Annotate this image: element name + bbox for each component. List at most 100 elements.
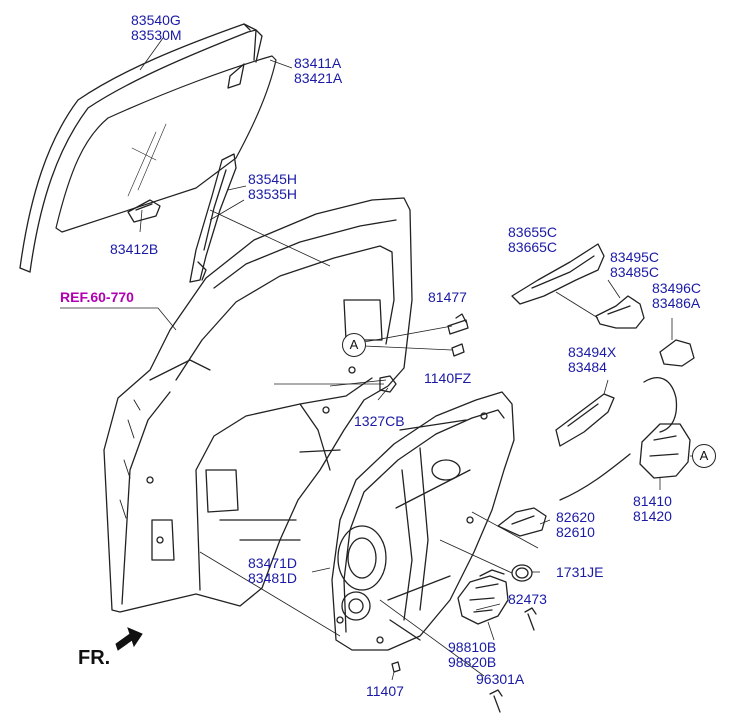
screw-1140fz (451, 343, 465, 357)
part-label-83655c: 83655C 83665C (508, 225, 557, 255)
bolt-96301a (489, 689, 503, 713)
part-label-83540g: 83540G 83530M (131, 13, 182, 43)
leader-door-box-b (329, 379, 387, 387)
part-label-98810b: 98810B 98820B (448, 640, 496, 670)
leader-83545h-a (227, 185, 247, 191)
leader-83494x (603, 379, 609, 395)
leader-82620 (539, 519, 551, 525)
part-label-83471d: 83471D 83481D (248, 556, 297, 586)
part-number: 83484 (568, 359, 607, 375)
leader-lines (60, 37, 702, 681)
part-number: 83412B (110, 241, 159, 257)
part-number: 83530M (131, 27, 182, 43)
leader-81477 (363, 325, 453, 343)
part-label-1731je: 1731JE (556, 565, 603, 580)
part-label-81477: 81477 (428, 290, 467, 305)
outside-handle (555, 393, 615, 447)
callout-a-latch: A (692, 444, 716, 468)
leader-1731je-panel (439, 539, 513, 574)
glass-clip (127, 199, 161, 223)
run-channel-strip (19, 23, 263, 273)
leader-ref (60, 307, 177, 331)
part-label-82473: 82473 (508, 592, 547, 607)
rear-channel (189, 153, 237, 283)
part-label-83411a: 83411A 83421A (294, 56, 342, 86)
leader-83655c (555, 291, 599, 319)
part-label-1140fz: 1140FZ (424, 371, 471, 386)
part-label-82620: 82620 82610 (556, 510, 595, 540)
part-number: 82620 (556, 509, 595, 525)
part-number: 81420 (633, 508, 672, 524)
leader-96301a (379, 599, 485, 677)
bolt-82473 (524, 607, 537, 631)
part-number: 83486A (652, 295, 701, 311)
leader-1327cb (377, 387, 389, 401)
door-frame (103, 197, 413, 613)
part-number: 98810B (448, 639, 497, 655)
leader-83545h-b (209, 199, 245, 221)
part-number: 83494X (568, 344, 617, 360)
leader-83411a (269, 59, 293, 69)
part-number: 83496C (652, 280, 702, 296)
leader-98810b (487, 621, 495, 641)
part-number: 1140FZ (424, 370, 472, 386)
direction-label: FR. (78, 647, 111, 669)
leader-82473 (475, 603, 501, 611)
part-number: 83540G (131, 12, 181, 28)
outside-handle-cap (659, 339, 695, 367)
callout-a-door: A (342, 333, 366, 357)
part-label-83545h: 83545H 83535H (248, 172, 297, 202)
handle-bracket (511, 243, 605, 305)
door-latch (559, 377, 691, 501)
nut-1327cb (379, 375, 397, 393)
module-panel (331, 391, 515, 651)
part-number: 83471D (248, 555, 298, 571)
part-number: 83481D (248, 570, 298, 586)
part-label-83495c: 83495C 83485C (610, 250, 659, 280)
leader-83412b (139, 209, 143, 233)
leader-83540g (139, 37, 164, 71)
part-number: 81410 (633, 493, 672, 509)
part-number: 83655C (508, 224, 558, 240)
inside-handle (497, 507, 547, 537)
part-number: 81477 (428, 289, 467, 305)
part-label-1327cb: 1327CB (354, 414, 405, 429)
part-number: 82473 (508, 591, 547, 607)
part-number: 96301A (476, 671, 525, 687)
part-number: 83411A (294, 55, 342, 71)
part-label-11407: 11407 (366, 684, 404, 699)
part-number: 83421A (294, 70, 343, 86)
part-number: 83535H (248, 186, 298, 202)
window-motor (457, 569, 509, 625)
grommet-ring-inner (515, 567, 529, 579)
leader-83545h-door (209, 209, 331, 267)
part-number: 82610 (556, 524, 595, 540)
bolt-11407 (391, 661, 401, 673)
part-label-83412b: 83412B (110, 242, 158, 257)
fr-arrow-icon (115, 627, 143, 651)
leader-83471d (311, 567, 331, 573)
part-number: 83545H (248, 171, 298, 187)
part-number: 11407 (366, 683, 404, 699)
part-label-83494x: 83494X 83484 (568, 345, 616, 375)
screw-81477 (447, 313, 469, 335)
part-number: 83485C (610, 264, 660, 280)
ref-label: REF.60-770 (60, 289, 134, 305)
door-glass (55, 55, 277, 233)
leader-11407 (391, 671, 395, 681)
part-number: 83495C (610, 249, 660, 265)
part-number: 1731JE (556, 564, 604, 580)
outside-handle-frame (595, 295, 645, 329)
part-label-83496c: 83496C 83486A (652, 281, 701, 311)
leader-83471d-frame (199, 551, 341, 637)
part-label-81410: 81410 81420 (633, 494, 672, 524)
leader-1140fz (363, 345, 453, 351)
part-number: 98820B (448, 654, 497, 670)
part-number: 83665C (508, 239, 558, 255)
leader-83495c (607, 279, 621, 299)
part-label-96301a: 96301A (476, 672, 524, 687)
leader-82620-panel (471, 511, 539, 549)
part-number: 1327CB (354, 413, 405, 429)
